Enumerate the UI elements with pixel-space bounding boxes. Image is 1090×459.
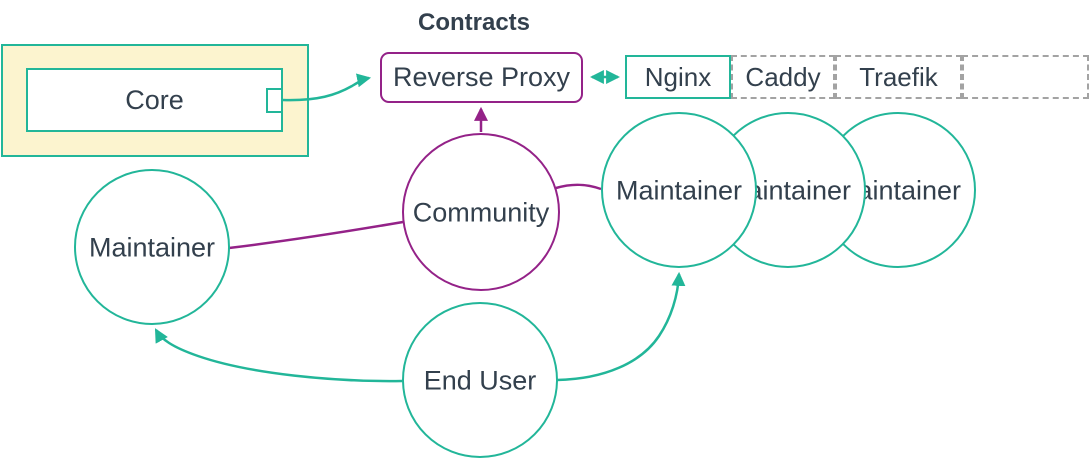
proxy-option-cell-traefik: Traefik	[835, 55, 962, 99]
end-user-node	[402, 302, 558, 458]
reverse-proxy-label: Reverse Proxy	[392, 62, 571, 92]
maintainer-right-2-node	[710, 112, 866, 268]
maintainer-left-node	[74, 169, 230, 325]
maintainer-right-3-node	[820, 112, 976, 268]
diagram-title: Contracts	[417, 9, 531, 36]
core-node: Core	[26, 68, 283, 132]
proxy-option-cell-nginx: Nginx	[625, 55, 731, 99]
edge-end-user-to-maintainer-right	[556, 271, 686, 382]
community-label: Community	[413, 197, 550, 227]
maintainer-right-1-node	[601, 112, 757, 268]
core-node-label: Core	[125, 84, 184, 115]
proxy-option-label-nginx: Nginx	[644, 61, 712, 92]
end-user-label: End User	[424, 365, 537, 395]
maintainer-left-label: Maintainer	[89, 232, 215, 262]
edge-community-to-maintainer-left	[228, 220, 404, 250]
edge-community-to-maintainer-right	[555, 183, 602, 191]
core-port	[266, 88, 283, 113]
reverse-proxy-node: Reverse Proxy	[380, 52, 583, 103]
proxy-option-label-traefik: Traefik	[859, 61, 938, 92]
edge-end-user-to-maintainer-left	[154, 328, 403, 383]
proxy-option-cell-caddy: Caddy	[731, 55, 835, 99]
community-node	[402, 133, 560, 291]
maintainer-right-1-label: Maintainer	[616, 175, 742, 205]
maintainer-right-3-label: Maintainer	[835, 175, 961, 205]
proxy-option-label-caddy: Caddy	[745, 61, 821, 92]
proxy-option-cell-empty	[962, 55, 1089, 99]
maintainer-right-2-label: Maintainer	[725, 175, 851, 205]
